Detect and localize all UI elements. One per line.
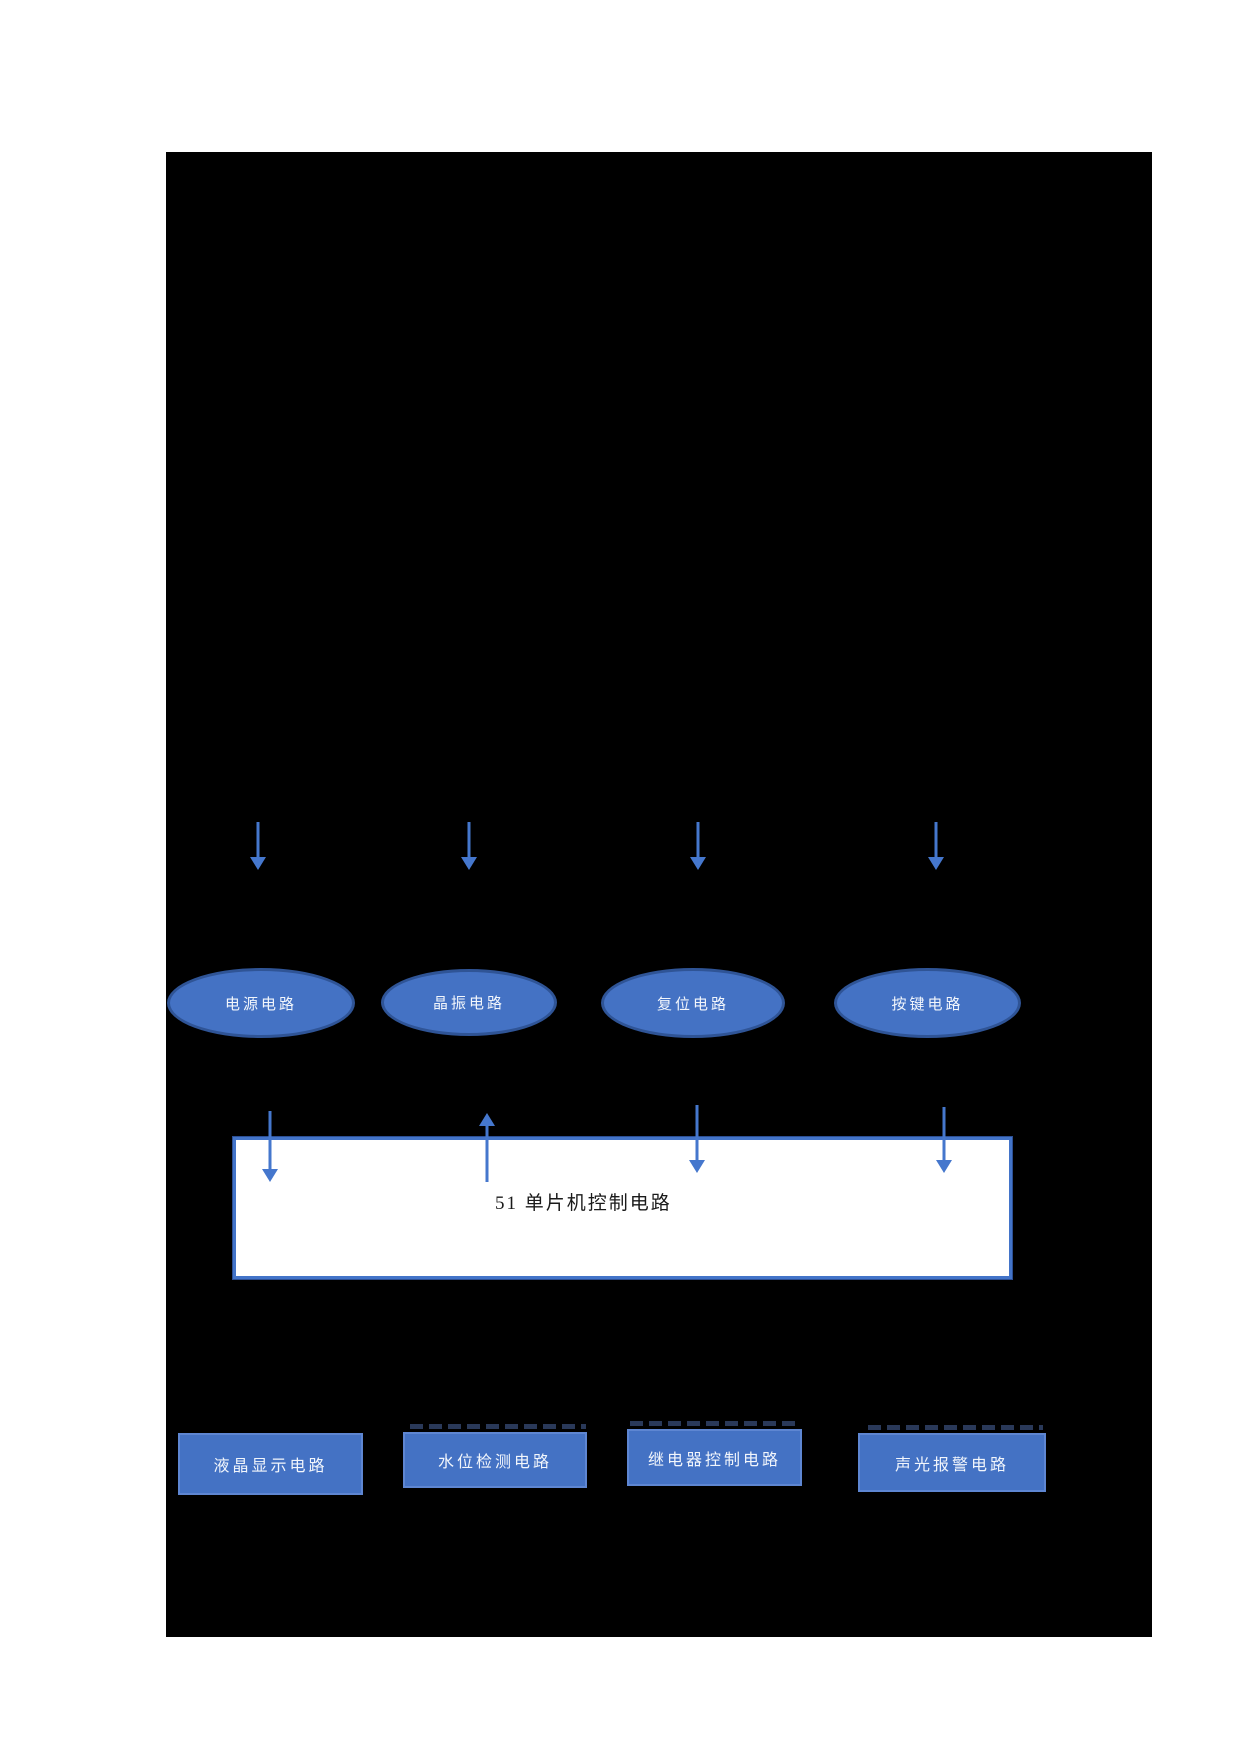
arrow-up-icon: [479, 1113, 495, 1182]
arrow-head: [479, 1113, 495, 1126]
node-label: 复位电路: [656, 995, 729, 1013]
arrow-shaft: [268, 1111, 272, 1172]
arrow-down-icon: [461, 822, 477, 870]
box-lcd-display-circuit: 液晶显示电路: [178, 1433, 363, 1495]
arrow-down-icon: [928, 822, 944, 870]
node-label: 继电器控制电路: [647, 1451, 781, 1469]
arrow-shaft: [467, 822, 471, 860]
node-label: 声光报警电路: [894, 1456, 1009, 1474]
ghost-text-remnant: [868, 1425, 1043, 1430]
arrow-shaft: [485, 1123, 489, 1182]
node-label: 水位检测电路: [437, 1454, 552, 1471]
ellipse-key-circuit: 按键电路: [834, 968, 1021, 1038]
node-label: 电源电路: [224, 995, 297, 1013]
controller-box: [233, 1137, 1012, 1279]
diagram-panel: 电源电路 晶振电路 复位电路 按键电路: [166, 152, 1152, 1637]
ghost-text-remnant: [410, 1424, 586, 1429]
arrow-down-icon: [262, 1111, 278, 1182]
box-water-level-detection-circuit: 水位检测电路: [403, 1432, 587, 1488]
arrow-down-icon: [689, 1105, 705, 1173]
arrow-head: [928, 857, 944, 870]
ellipse-reset-circuit: 复位电路: [601, 968, 785, 1038]
ellipse-power-circuit: 电源电路: [167, 968, 355, 1038]
arrow-head: [461, 857, 477, 870]
node-label: 液晶显示电路: [213, 1458, 328, 1475]
node-label: 晶振电路: [432, 995, 505, 1012]
arrow-shaft: [942, 1107, 946, 1163]
arrow-shaft: [696, 822, 700, 860]
box-relay-control-circuit: 继电器控制电路: [627, 1429, 802, 1486]
arrow-down-icon: [250, 822, 266, 870]
arrow-shaft: [934, 822, 938, 860]
node-label: 按键电路: [891, 995, 964, 1013]
arrow-shaft: [256, 822, 260, 860]
ellipse-crystal-oscillator-circuit: 晶振电路: [381, 969, 557, 1036]
ghost-text-remnant: [630, 1421, 800, 1426]
box-sound-light-alarm-circuit: 声光报警电路: [858, 1433, 1046, 1492]
controller-label: 51 单片机控制电路: [495, 1193, 672, 1214]
arrow-shaft: [695, 1105, 699, 1163]
arrow-head: [262, 1169, 278, 1182]
arrow-head: [689, 1160, 705, 1173]
arrow-down-icon: [690, 822, 706, 870]
arrow-head: [936, 1160, 952, 1173]
arrow-head: [690, 857, 706, 870]
arrow-head: [250, 857, 266, 870]
arrow-down-icon: [936, 1107, 952, 1173]
